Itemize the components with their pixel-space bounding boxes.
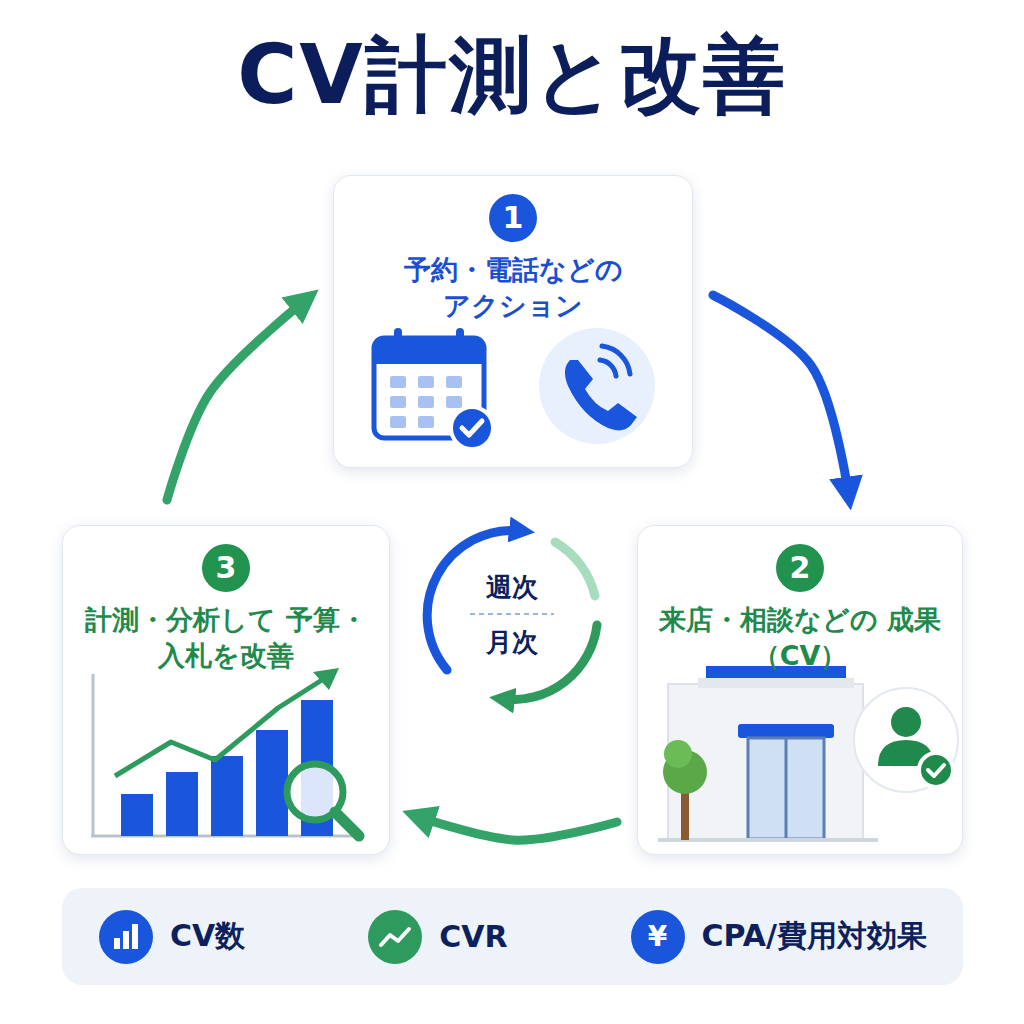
metric-icon-graphic (367, 909, 423, 965)
step-number-badge: 2 (776, 544, 824, 592)
metric-item: CVR (367, 909, 507, 965)
step-number: 2 (790, 553, 811, 583)
metric-icon (98, 909, 154, 965)
step-number: 3 (216, 553, 237, 583)
flow-arrow (713, 295, 849, 497)
step-card: 予約・電話などの アクション 1 (333, 175, 693, 468)
metric-item: ¥ CPA/費用対効果 (630, 909, 927, 965)
step-text: 来店・相談などの 成果（CV） (638, 602, 962, 675)
metric-band: CV数 CVR ¥ CPA/費用対効果 (62, 888, 963, 985)
step-card: 来店・相談などの 成果（CV） 2 (637, 525, 963, 855)
title: CV計測と改善 (0, 30, 1024, 120)
step-text: 予約・電話などの アクション (334, 252, 692, 325)
metric-icon-graphic (98, 909, 154, 965)
step-illustration (63, 664, 391, 854)
metric-text: CPA/費用対効果 (702, 916, 927, 957)
metric-icon (367, 909, 423, 965)
step-number: 1 (503, 203, 524, 233)
flow-arrow (415, 815, 617, 840)
divider (470, 613, 554, 615)
step-illustration (638, 654, 964, 854)
metric-item: CV数 (98, 909, 245, 965)
flow-arrow (167, 298, 308, 500)
step-number-badge: 3 (202, 544, 250, 592)
currency-symbol: ¥ (648, 923, 667, 951)
metric-text: CV数 (170, 916, 245, 957)
step-text: 計測・分析して 予算・入札を改善 (63, 602, 389, 675)
metric-text: CVR (439, 919, 507, 954)
metric-icon: ¥ (630, 909, 686, 965)
cycle-label: 月次 (486, 629, 538, 655)
step-number-badge: 1 (489, 194, 537, 242)
step-card: 計測・分析して 予算・入札を改善 3 (62, 525, 390, 855)
cycle-label: 週次 (486, 574, 538, 600)
cycle-fade (555, 542, 595, 596)
step-illustration (334, 326, 694, 466)
